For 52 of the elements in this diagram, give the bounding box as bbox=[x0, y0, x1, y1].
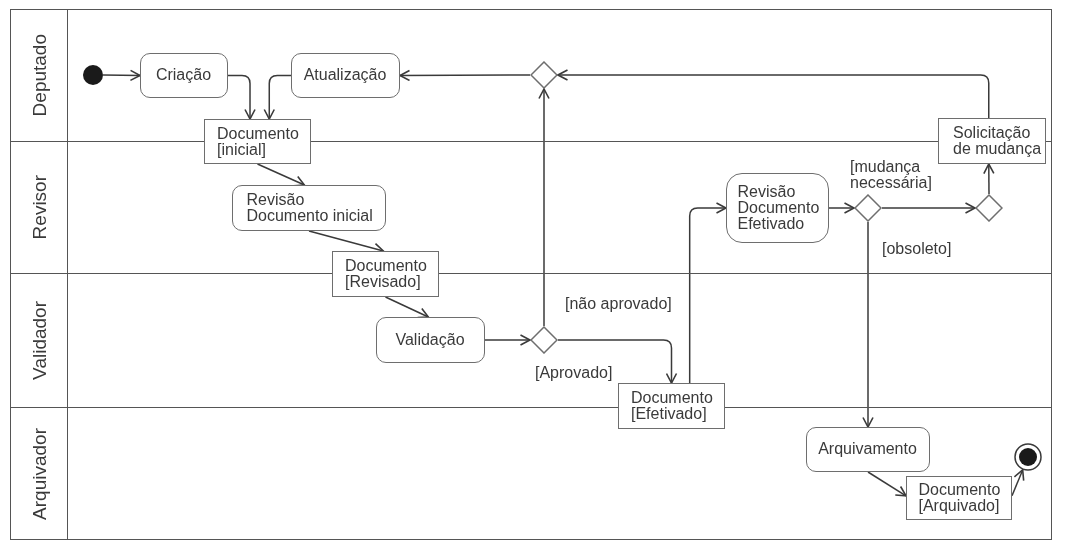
flow-arrow bbox=[867, 471, 907, 497]
action-box bbox=[725, 172, 829, 243]
object-box bbox=[204, 119, 311, 164]
decision-diamond bbox=[974, 193, 1003, 222]
flow-arrow bbox=[557, 69, 990, 119]
action-box bbox=[375, 316, 485, 363]
node-label: Arquivamento bbox=[818, 441, 917, 457]
decision-diamond bbox=[529, 325, 558, 354]
object-box bbox=[938, 118, 1046, 164]
edge-label: [Aprovado] bbox=[535, 365, 613, 381]
lane-label: Arquivador bbox=[29, 427, 49, 520]
decision-diamond bbox=[853, 193, 882, 222]
node-label: Revisão Documento Efetivado bbox=[737, 183, 821, 232]
object-box bbox=[618, 383, 725, 429]
node-label: Atualização bbox=[303, 67, 387, 83]
node-label: Criação bbox=[155, 67, 212, 83]
action-box bbox=[805, 426, 930, 472]
node-label: Validação bbox=[395, 331, 465, 348]
flow-arrow bbox=[983, 163, 995, 195]
flow-arrow bbox=[862, 221, 874, 428]
flow-arrow bbox=[557, 339, 678, 384]
object-box bbox=[905, 475, 1012, 520]
flow-arrow bbox=[688, 202, 727, 384]
flow-arrow bbox=[263, 74, 292, 120]
flow-arrow bbox=[227, 74, 256, 120]
node-label: Documento [Efetivado] bbox=[631, 390, 714, 422]
initial-node bbox=[82, 64, 103, 85]
flow-arrow bbox=[256, 163, 306, 187]
flow-arrow bbox=[538, 88, 550, 327]
action-box bbox=[139, 52, 228, 98]
node-label: Documento [inicial] bbox=[217, 125, 300, 158]
node-label: Documento [Arquivado] bbox=[918, 481, 1002, 514]
edge-label: [não aprovado] bbox=[565, 296, 672, 312]
node-label: Revisão Documento inicial bbox=[246, 191, 374, 224]
lane-label: Revisor bbox=[29, 175, 49, 240]
action-box bbox=[231, 184, 386, 231]
flow-arrow bbox=[399, 69, 531, 82]
flow-arrow bbox=[384, 296, 430, 319]
flow-arrow bbox=[102, 69, 141, 82]
edge-label: [obsoleto] bbox=[882, 241, 952, 257]
flow-arrow bbox=[881, 202, 976, 214]
lane-label: Validador bbox=[29, 301, 49, 380]
decision-diamond bbox=[529, 60, 558, 89]
lane-label: Deputado bbox=[29, 34, 49, 117]
node-label: Documento [Revisado] bbox=[345, 258, 428, 290]
node-label: Solicitação de mudança bbox=[953, 125, 1043, 157]
final-node bbox=[1013, 442, 1042, 471]
object-box bbox=[332, 251, 439, 297]
flow-arrow bbox=[1011, 469, 1025, 497]
action-box bbox=[290, 52, 400, 98]
flow-arrow bbox=[828, 202, 855, 214]
flow-arrow bbox=[484, 334, 531, 346]
